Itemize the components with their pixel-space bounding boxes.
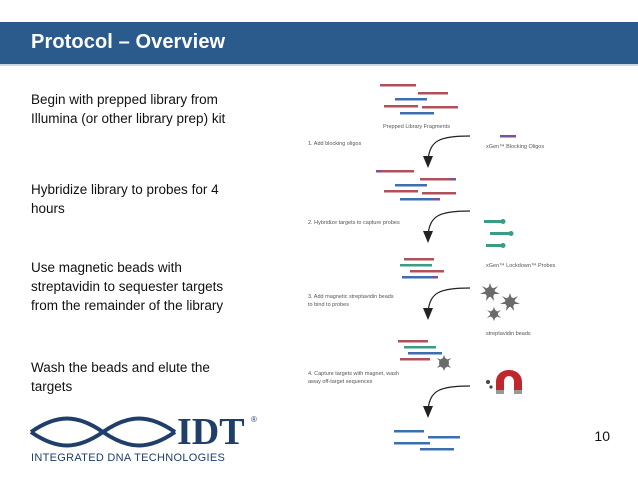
label-step-4-line-2: away off-target sequences <box>308 379 373 385</box>
dna-helix-icon: IDT ® <box>29 411 257 453</box>
label-step-3-line-1: 3. Add magnetic streptavidin beads <box>308 294 394 300</box>
logo-registered-mark: ® <box>251 415 257 424</box>
label-step-3-line-2: to bind to probes <box>308 302 349 308</box>
label-step-2: 2. Hybridize targets to capture probes <box>308 220 400 226</box>
slide-title: Protocol – Overview <box>31 31 226 53</box>
bullet-hybridize: Hybridize library to probes for 4 hours <box>31 182 219 216</box>
label-prepped-fragments: Prepped Library Fragments <box>383 124 450 130</box>
curved-arrow-icon <box>423 135 471 168</box>
eluted-targets <box>394 430 460 451</box>
title-divider <box>0 64 638 66</box>
bullet-prepped-library: Begin with prepped library from Illumina… <box>31 92 226 126</box>
page-number: 10 <box>594 428 610 444</box>
label-blocking-oligos: xGen™ Blocking Oligos <box>486 144 544 150</box>
blocking-oligo-icon <box>500 135 516 138</box>
streptavidin-bead-icon <box>480 283 520 321</box>
logo-subtitle: INTEGRATED DNA TECHNOLOGIES <box>31 452 226 464</box>
lockdown-probe-icon <box>484 219 514 248</box>
library-fragments <box>380 84 458 115</box>
curved-arrow-icon <box>423 385 471 418</box>
idt-logo: IDT ® <box>27 410 287 472</box>
magnet-icon <box>486 370 522 394</box>
label-step-4-line-1: 4. Capture targets with magnet, wash <box>308 371 399 377</box>
label-lockdown-probes: xGen™ Lockdown™ Probes <box>486 263 556 269</box>
label-step-1: 1. Add blocking oligos <box>308 141 361 147</box>
hybridized-targets <box>400 258 444 279</box>
curved-arrow-icon <box>423 210 471 243</box>
label-streptavidin-beads: streptavidin beads <box>486 331 531 337</box>
logo-brand: IDT <box>177 411 245 450</box>
bead-bound-targets <box>398 340 451 371</box>
blocked-fragments <box>376 170 456 201</box>
title-bar: Protocol – Overview <box>0 22 638 64</box>
curved-arrow-icon <box>423 287 471 320</box>
protocol-diagram: Prepped Library Fragments 1. Add blockin… <box>308 84 556 451</box>
bullet-magnetic-beads: Use magnetic beads with streptavidin to … <box>31 260 224 313</box>
bullet-wash-elute: Wash the beads and elute the targets <box>31 360 210 394</box>
